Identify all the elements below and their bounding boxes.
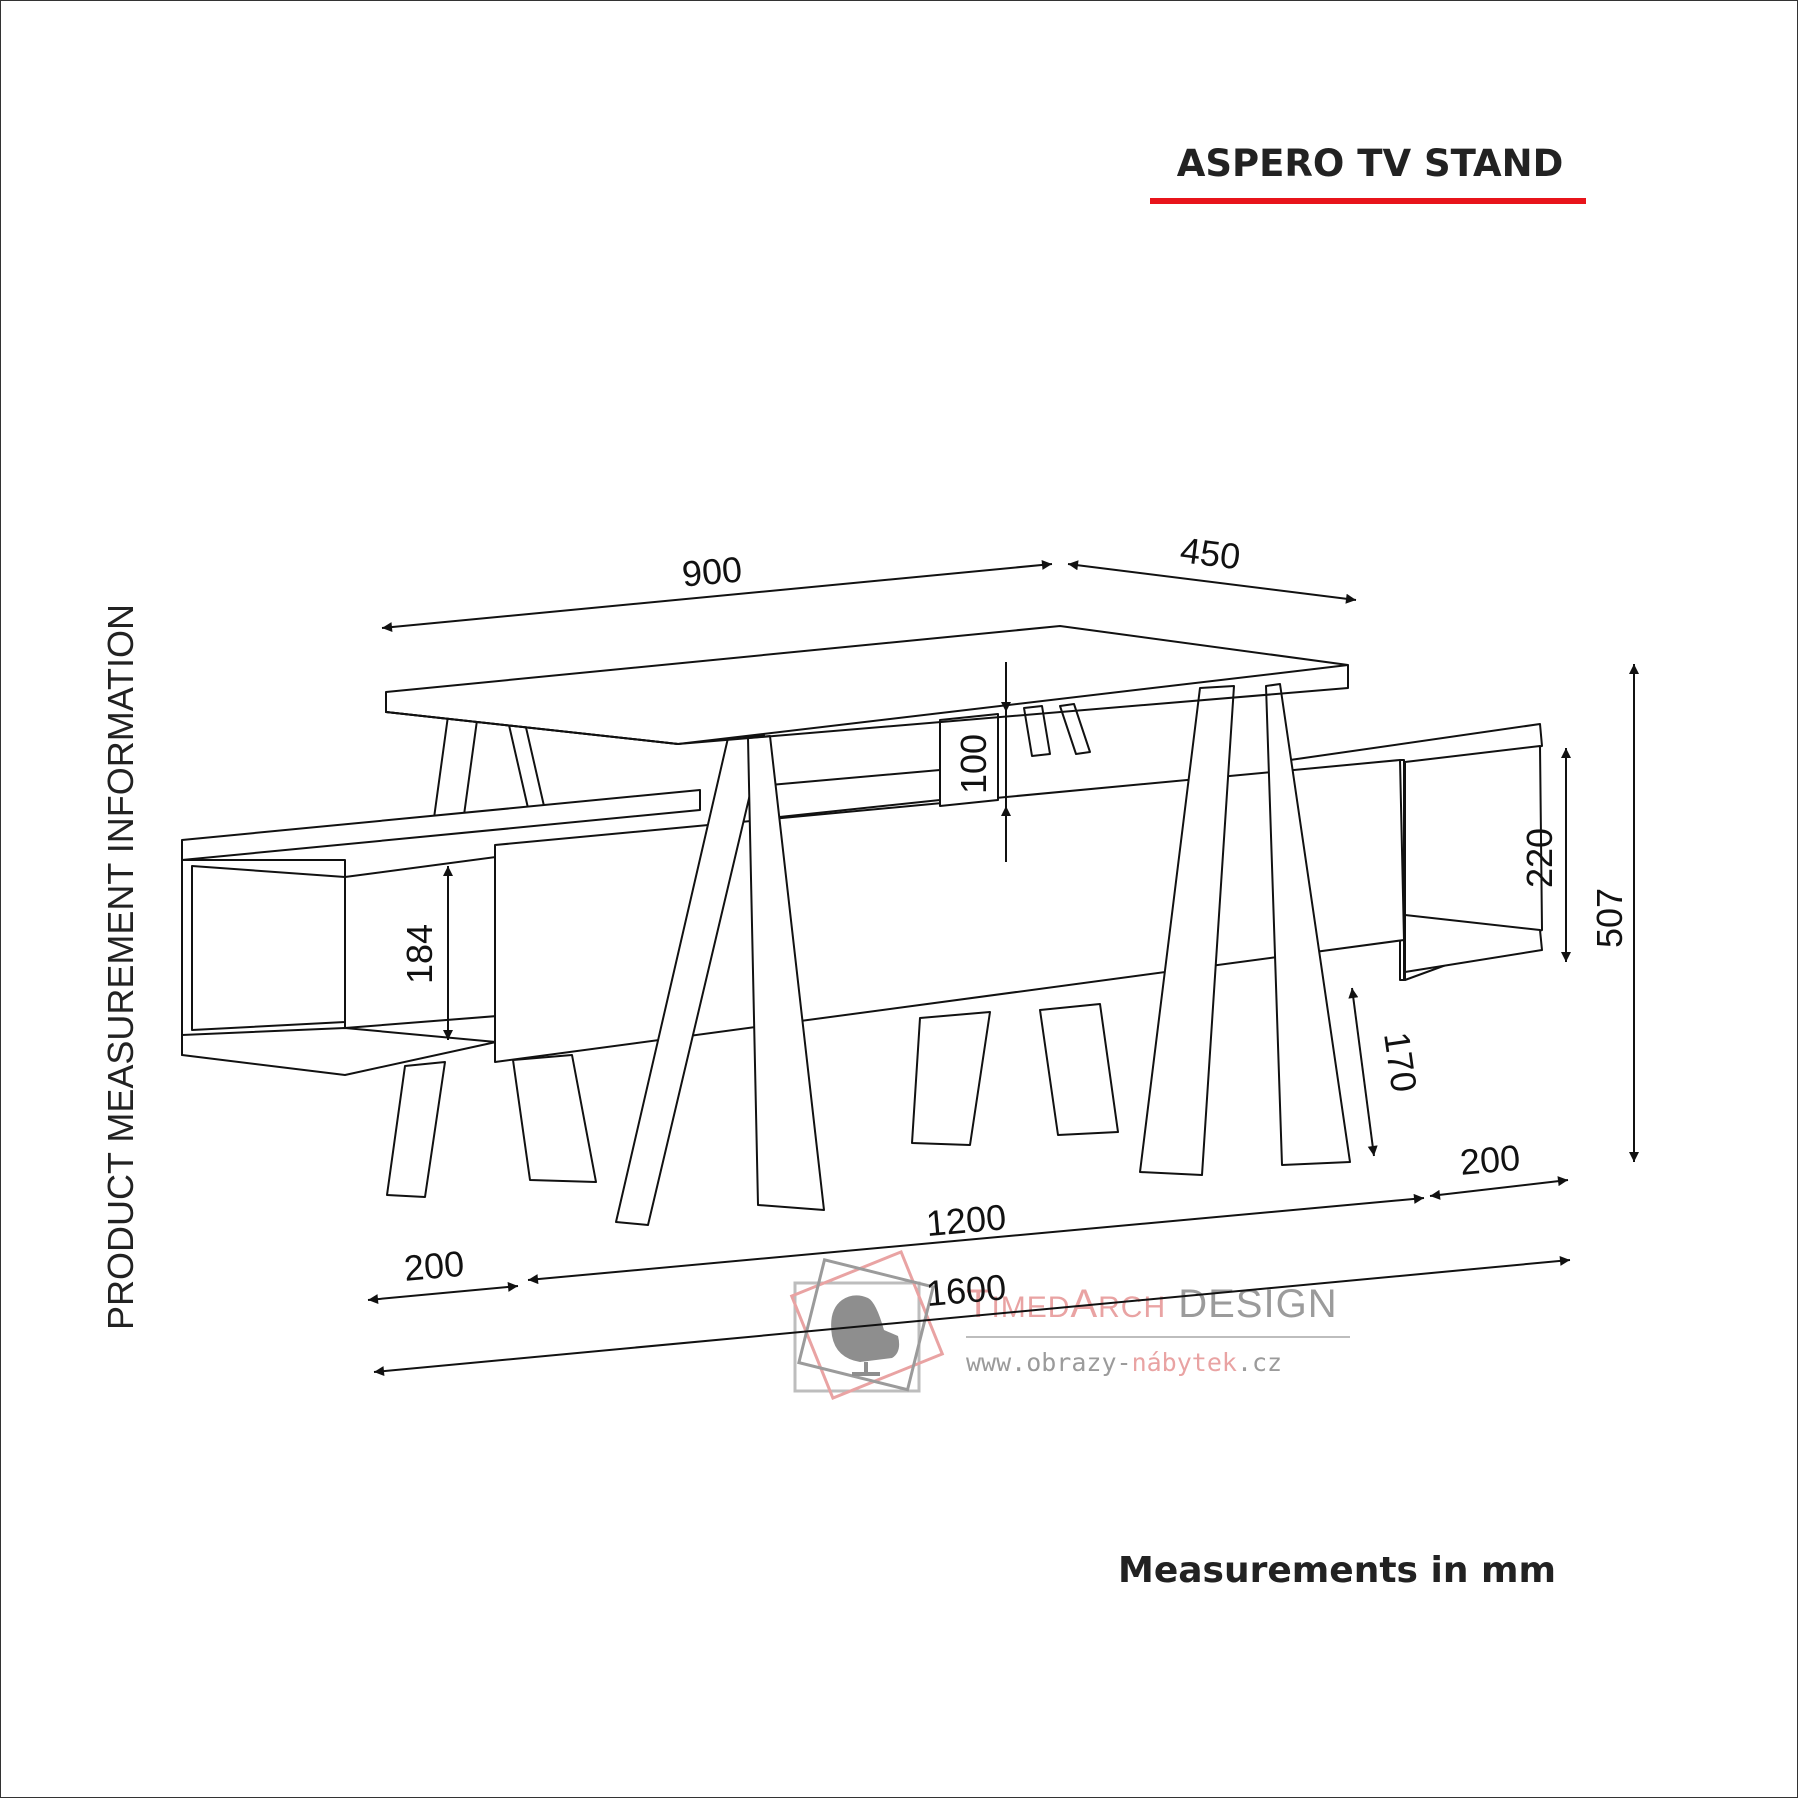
dim-label-200-left: 200 xyxy=(402,1243,465,1289)
dim-label-1200: 1200 xyxy=(924,1196,1007,1244)
title-underline xyxy=(1150,198,1586,204)
back-legs-top xyxy=(433,703,1091,819)
dim-line-200-right xyxy=(1429,1176,1569,1200)
dim-line-1600 xyxy=(373,1255,1571,1377)
dim-label-100: 100 xyxy=(953,734,994,794)
dim-label-900: 900 xyxy=(680,548,743,594)
dim-line-900 xyxy=(381,559,1053,633)
cabinet-body xyxy=(494,713,1405,1063)
dim-line-170 xyxy=(1348,987,1378,1157)
a-frame-legs-right xyxy=(1139,683,1351,1176)
page-title: ASPERO TV STAND xyxy=(1176,142,1564,185)
middle-lower-legs xyxy=(911,1003,1119,1146)
dim-label-170: 170 xyxy=(1376,1029,1425,1094)
dim-label-184: 184 xyxy=(399,924,440,984)
dim-line-200-left xyxy=(367,1281,519,1305)
dim-label-200-right: 200 xyxy=(1458,1137,1521,1183)
dim-line-450 xyxy=(1067,560,1357,604)
dim-label-507: 507 xyxy=(1589,888,1630,948)
dim-label-450: 450 xyxy=(1178,529,1243,577)
left-lower-legs xyxy=(386,1054,597,1198)
a-frame-legs-left xyxy=(615,734,825,1226)
dim-label-1600: 1600 xyxy=(924,1266,1007,1314)
table-top xyxy=(385,625,1349,745)
measurement-note: Measurements in mm xyxy=(1118,1550,1557,1591)
dim-label-220: 220 xyxy=(1519,828,1560,888)
